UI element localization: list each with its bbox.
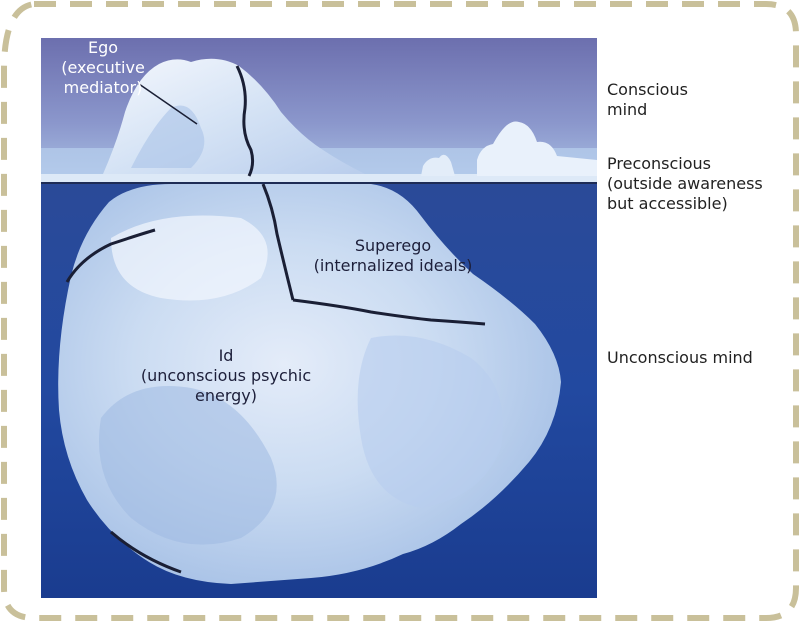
iceberg-crack-left <box>65 228 156 283</box>
small-iceberg-middle <box>421 154 455 176</box>
id-label: Id (unconscious psychic energy) <box>140 346 312 405</box>
iceberg-svg <box>41 38 597 598</box>
iceberg-body-shade-1 <box>99 386 277 545</box>
iceberg-crack-vertical <box>261 183 295 301</box>
iceberg-body-highlight <box>111 215 268 301</box>
ego-label: Ego (executive mediator) <box>61 38 145 97</box>
superego-label: Superego (internalized ideals) <box>313 236 473 275</box>
iceberg-crack-mid <box>292 298 486 326</box>
waterline <box>41 174 597 182</box>
iceberg-illustration: Ego (executive mediator) Superego (inter… <box>41 38 597 598</box>
iceberg-tip-crack <box>235 65 255 177</box>
small-iceberg-right <box>477 121 597 176</box>
iceberg-tip-shade <box>131 105 205 168</box>
unconscious-mind-label: Unconscious mind <box>607 348 753 367</box>
iceberg-body-shade-2 <box>357 335 503 508</box>
conscious-mind-label: Conscious mind <box>607 80 688 119</box>
preconscious-label: Preconscious (outside awareness but acce… <box>607 154 763 213</box>
ego-pointer-line <box>138 83 198 125</box>
iceberg-crack-lower <box>110 530 182 574</box>
